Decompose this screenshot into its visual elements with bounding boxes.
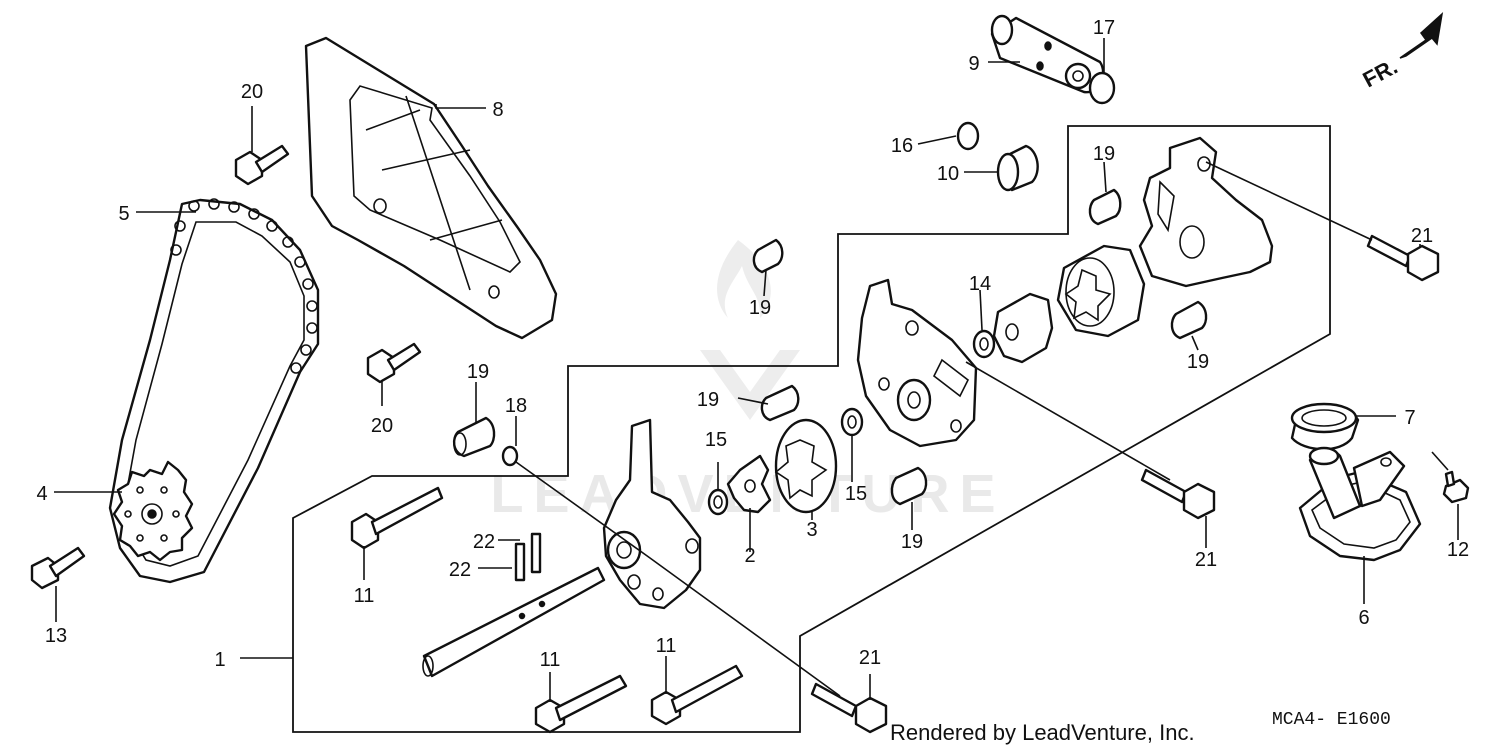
callout-19-right: 19 xyxy=(1187,351,1209,373)
dowel-pin-19-left[interactable] xyxy=(452,416,496,458)
inner-rotor-right[interactable] xyxy=(992,292,1054,364)
collar-10[interactable] xyxy=(996,144,1039,192)
o-ring-16[interactable] xyxy=(956,121,980,151)
front-direction-arrow: FR. xyxy=(1359,11,1444,93)
callout-18: 18 xyxy=(505,395,527,417)
dowel-pin-19-upper-right[interactable] xyxy=(1088,188,1122,226)
callout-19-upper-right: 19 xyxy=(1093,143,1115,165)
drive-sprocket[interactable] xyxy=(112,460,194,562)
bolt-11-lower-right[interactable] xyxy=(650,664,744,726)
screw-12[interactable] xyxy=(1442,470,1470,504)
callout-11-upper: 11 xyxy=(354,585,375,607)
callout-15-left: 15 xyxy=(705,429,727,451)
bolt-21-middle[interactable] xyxy=(1140,468,1216,520)
callout-2: 2 xyxy=(744,545,755,567)
callout-labels: 1 2 3 4 5 6 7 8 9 10 11 11 11 12 13 14 1… xyxy=(36,17,1469,671)
bolt-21-upper-right[interactable] xyxy=(1366,234,1440,282)
bolt-20-lower[interactable] xyxy=(366,342,422,384)
dowel-22[interactable] xyxy=(514,532,542,582)
callout-22-lower: 22 xyxy=(449,559,471,581)
assembly-group-outline xyxy=(292,125,1331,733)
callout-14: 14 xyxy=(969,273,991,295)
callout-3: 3 xyxy=(806,519,817,541)
pump-shaft[interactable] xyxy=(422,566,606,678)
bolt-21-lower[interactable] xyxy=(810,682,888,734)
callout-12: 12 xyxy=(1447,539,1469,561)
chain-guide-plate[interactable] xyxy=(304,36,558,340)
o-ring-17[interactable] xyxy=(1088,71,1116,105)
callout-6: 6 xyxy=(1358,607,1369,629)
bolt-11-upper[interactable] xyxy=(350,486,444,550)
dowel-pin-19-center[interactable] xyxy=(760,384,800,422)
grommet-7[interactable] xyxy=(1290,402,1360,451)
callout-21-upper-right: 21 xyxy=(1411,225,1433,247)
washer-14[interactable] xyxy=(972,329,996,359)
callout-22-upper: 22 xyxy=(473,531,495,553)
washer-15-left[interactable] xyxy=(707,488,729,516)
callout-9: 9 xyxy=(968,53,979,75)
callout-4: 4 xyxy=(36,483,47,505)
leader-lines xyxy=(54,38,1459,702)
callout-11-lower-left: 11 xyxy=(540,649,561,671)
pump-cover-left[interactable] xyxy=(602,418,702,610)
callout-13: 13 xyxy=(45,625,67,647)
pump-housing-right[interactable] xyxy=(1138,136,1274,288)
dowel-pin-19-right[interactable] xyxy=(1170,300,1208,340)
render-credit: Rendered by LeadVenture, Inc. xyxy=(890,720,1195,745)
outer-rotor-3[interactable] xyxy=(774,418,838,514)
outer-rotor-right[interactable] xyxy=(1056,244,1146,338)
callout-7: 7 xyxy=(1404,407,1415,429)
dowel-pin-19-center-top[interactable] xyxy=(752,238,784,274)
callout-19-center: 19 xyxy=(697,389,719,411)
washer-15-right[interactable] xyxy=(840,407,864,437)
callout-19-left: 19 xyxy=(467,361,489,383)
callout-21-middle: 21 xyxy=(1195,549,1217,571)
diagram-code: MCA4- E1600 xyxy=(1272,710,1391,730)
collar-9[interactable] xyxy=(990,14,1105,94)
inner-rotor-2[interactable] xyxy=(726,454,772,514)
dowel-pin-19-lower[interactable] xyxy=(890,466,928,506)
bolt-13[interactable] xyxy=(30,546,86,590)
callout-8: 8 xyxy=(492,99,503,121)
strainer-6[interactable] xyxy=(1298,446,1422,562)
callout-1: 1 xyxy=(214,649,225,671)
callout-5: 5 xyxy=(118,203,129,225)
callout-10: 10 xyxy=(937,163,959,185)
direction-label: FR. xyxy=(1359,54,1402,93)
callout-11-lower-right: 11 xyxy=(656,635,677,657)
callout-15-right: 15 xyxy=(845,483,867,505)
callout-19-lower: 19 xyxy=(901,531,923,553)
bolt-20-upper[interactable] xyxy=(234,144,290,186)
callout-16: 16 xyxy=(891,135,913,157)
callout-20-lower: 20 xyxy=(371,415,393,437)
callout-20-upper: 20 xyxy=(241,81,263,103)
callout-17: 17 xyxy=(1093,17,1115,39)
callout-21-lower: 21 xyxy=(859,647,881,669)
o-ring-18[interactable] xyxy=(501,445,519,467)
callout-19-center-top: 19 xyxy=(749,297,771,319)
pump-body-middle[interactable] xyxy=(856,278,978,448)
